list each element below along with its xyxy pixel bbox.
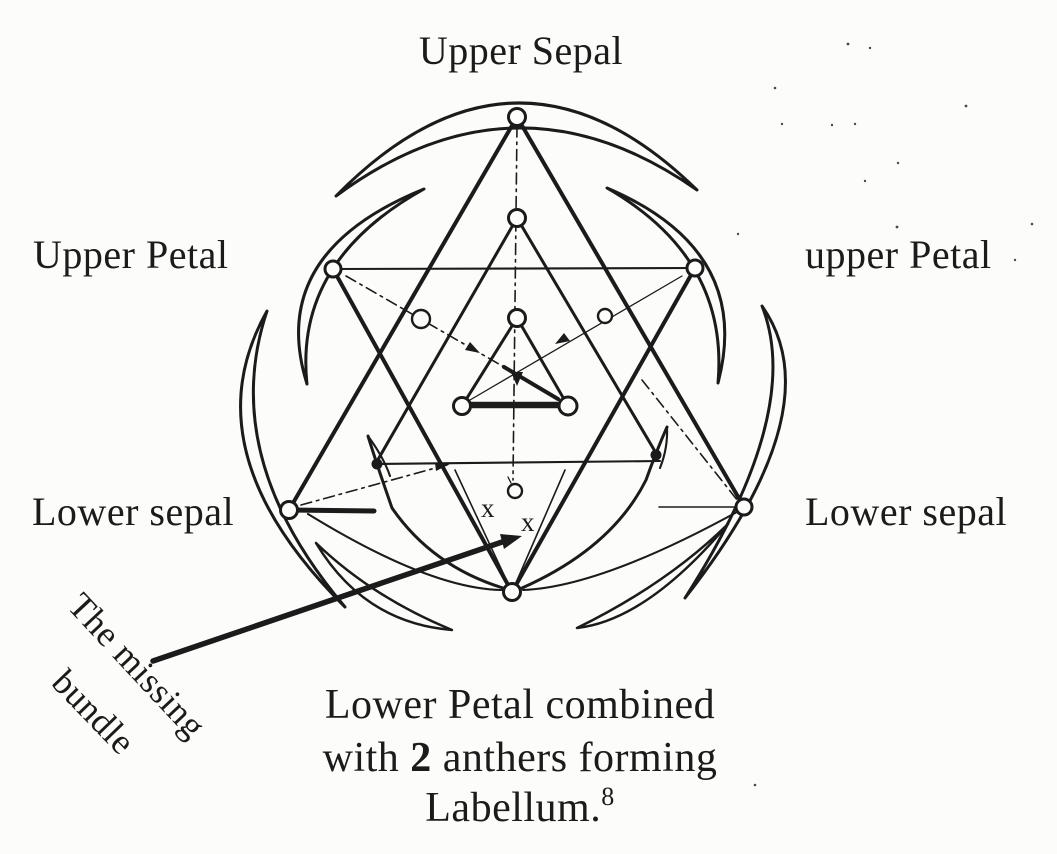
middle-base-left-blob	[371, 458, 383, 470]
caption-line3-text: Labellum.	[425, 785, 601, 831]
lower-left-radial-dashdot	[300, 463, 451, 506]
speckle-dot	[846, 42, 850, 46]
arrowhead-lower-left-trace-icon	[435, 463, 450, 471]
speckle-dot	[863, 179, 867, 183]
upper-petal-left-label: Upper Petal	[33, 232, 228, 277]
up-triangle-base-left-stub	[286, 507, 377, 514]
up-triangle-right-side	[515, 115, 746, 509]
down-triangle-right-side	[510, 266, 697, 594]
caption-line2-after: anthers forming	[432, 735, 718, 781]
speckle-dot	[964, 104, 968, 108]
speckle-dot	[1013, 258, 1017, 262]
upper-right-petal-crescent	[605, 186, 727, 385]
middle-triangle-left-side	[374, 216, 519, 465]
upper-sepal-label: Upper Sepal	[419, 28, 623, 73]
speckle-dot	[773, 86, 777, 90]
bottom-v-left-line	[454, 469, 513, 593]
bundle-node-lower-right	[734, 497, 754, 517]
bundle-node-upper-left	[323, 259, 343, 279]
x-mark-left: x	[481, 493, 495, 523]
arrowhead-upper-left-trace-icon	[465, 342, 480, 353]
bundle-node-lower-left	[279, 500, 299, 520]
middle-triangle-base	[375, 459, 662, 466]
speckle-dot	[1030, 222, 1034, 226]
left-sepal-crescent	[239, 309, 347, 609]
bundle-node-upper-right	[685, 258, 705, 278]
x-mark-right: x	[521, 507, 535, 537]
scan-speckles	[736, 42, 1034, 787]
middle-base-right-blob	[650, 449, 662, 461]
lower-right-radial-dashdot	[641, 379, 739, 502]
bottom-v-right-line	[511, 469, 566, 593]
anther-circle-right	[596, 307, 614, 325]
bundle-node-inner-left	[452, 396, 472, 416]
center-tick	[507, 476, 512, 484]
center-axis-dashdot	[512, 125, 518, 481]
inner-triangle-left-side	[460, 316, 519, 408]
speckle-dot	[868, 46, 872, 50]
upper-sepal-crescent	[334, 101, 699, 198]
caption-line2-before: with	[323, 735, 411, 781]
bundle-node-bottom	[502, 582, 522, 602]
middle-triangle-right-side	[515, 216, 658, 455]
up-triangle-left-side	[287, 115, 519, 512]
anther-circle-left	[410, 308, 432, 330]
speckle-dot	[736, 232, 740, 236]
caption-line3: Labellum.8	[425, 782, 614, 831]
down-triangle-top-edge	[331, 266, 697, 271]
right-inner-petal-tip	[658, 425, 669, 470]
bundle-node-inner-apex	[507, 308, 527, 328]
caption-line3-superscript: 8	[601, 782, 615, 811]
bundle-node-middle-apex	[507, 208, 527, 228]
arrowhead-center-axis-icon	[511, 372, 523, 386]
center-small-circle	[506, 482, 524, 500]
right-inner-petal-curve	[520, 425, 669, 590]
speckle-dot	[895, 225, 899, 229]
speckle-dot	[780, 122, 784, 126]
speckle-dot	[853, 122, 857, 126]
bundle-node-inner-right	[557, 395, 579, 417]
missing-bundle-arrow-shaft	[150, 538, 508, 664]
caption-line1: Lower Petal combined	[325, 682, 715, 728]
lower-sepal-left-label: Lower sepal	[32, 489, 234, 534]
bottom-right-crescent	[575, 522, 730, 630]
caption-line2: with 2 anthers forming	[323, 735, 718, 781]
bottom-left-crescent	[314, 541, 454, 632]
upper-right-radial-line	[469, 275, 683, 401]
upper-petal-right-label: upper Petal	[805, 232, 992, 277]
inner-triangle-right-side	[515, 316, 570, 408]
left-inner-petal-curve	[366, 434, 505, 590]
speckle-dot	[896, 161, 900, 165]
lower-sepal-right-label: Lower sepal	[805, 489, 1007, 534]
bundle-node-top	[507, 107, 527, 127]
speckle-dot	[830, 123, 834, 127]
caption-line2-bold: 2	[410, 735, 432, 781]
missing-bundle-arrowhead-icon	[500, 534, 522, 549]
arrowhead-upper-right-trace-icon	[555, 333, 570, 344]
right-sepal-crescent	[683, 304, 787, 600]
upper-left-petal-crescent	[297, 187, 426, 386]
down-triangle-left-side	[331, 267, 514, 594]
left-inner-petal-tip	[366, 434, 392, 478]
speckle-dot	[753, 783, 757, 787]
right-labellum-arc	[521, 510, 739, 592]
